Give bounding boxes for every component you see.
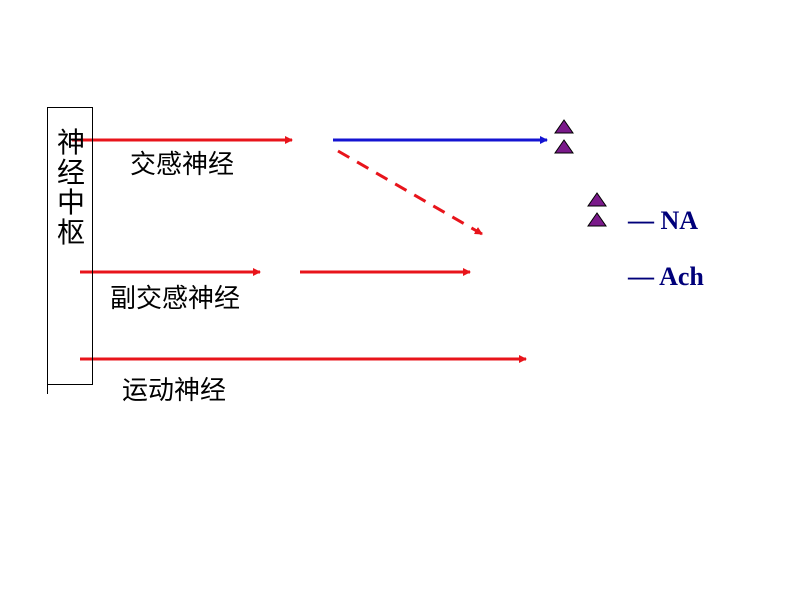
transmitter-triangle (554, 139, 574, 154)
transmitter-triangle (554, 119, 574, 134)
parasympathetic-nerve-label: 副交感神经 (110, 284, 241, 314)
cns-box-tick (47, 384, 48, 394)
transmitter-triangle (587, 212, 607, 227)
cns-box (47, 107, 93, 385)
cns-label: 神经中枢 (56, 126, 85, 249)
motor-nerve-label: 运动神经 (122, 376, 227, 406)
sympathetic-dashed-arrow (337, 149, 483, 236)
transmitter-triangle (587, 192, 607, 207)
legend-na: — NA (628, 206, 699, 235)
legend-ach: — Ach (628, 262, 704, 291)
sympathetic-nerve-label: 交感神经 (130, 150, 235, 180)
